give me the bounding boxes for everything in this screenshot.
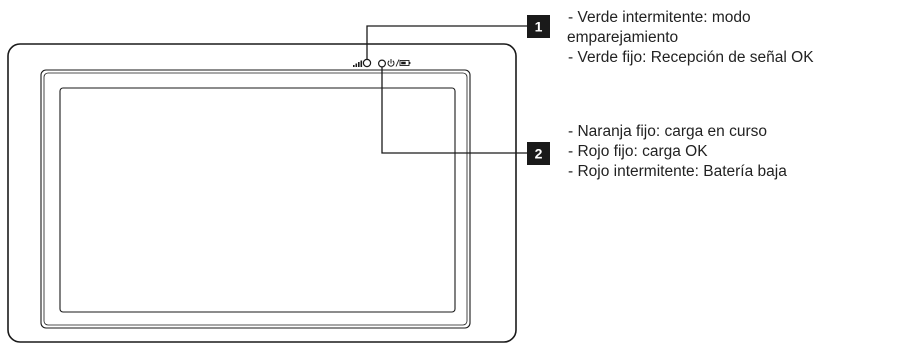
callout-1-line: - Verde fijo: Recepción de señal OK — [568, 49, 814, 66]
led-1-icon — [362, 58, 372, 68]
callout-2-line: - Naranja fijo: carga en curso — [568, 123, 768, 140]
tablet-screen — [59, 87, 456, 313]
callout-1-number: 1 — [535, 19, 543, 35]
callout-2-number: 2 — [535, 146, 543, 162]
callout-1-line: emparejamiento — [567, 29, 679, 46]
led-2-icon — [378, 59, 387, 68]
tablet-bezel-inner — [43, 72, 468, 326]
callout-1-leader — [366, 25, 527, 60]
signal-bars-icon — [353, 60, 363, 67]
callout-2-leader — [381, 67, 527, 154]
power-icon — [387, 59, 395, 67]
battery-icon — [399, 60, 411, 66]
callout-2-line: - Rojo intermitente: Batería baja — [568, 163, 787, 180]
callout-1-badge — [527, 15, 550, 38]
callout-2-line: - Rojo fijo: carga OK — [568, 143, 708, 160]
callout-2-text: - Naranja fijo: carga en curso - Rojo fi… — [568, 122, 787, 182]
callout-2-badge — [527, 142, 550, 165]
slash-separator — [395, 59, 400, 67]
callout-1-text: - Verde intermitente: modo emparejamient… — [567, 8, 814, 68]
callout-1-line: - Verde intermitente: modo — [568, 9, 751, 26]
tablet-outer-frame — [7, 43, 517, 343]
tablet-bezel — [40, 69, 471, 329]
